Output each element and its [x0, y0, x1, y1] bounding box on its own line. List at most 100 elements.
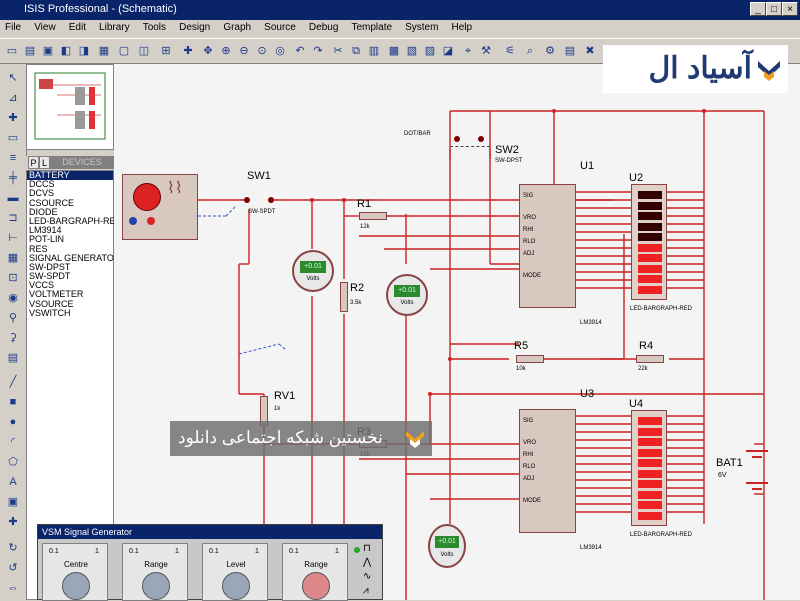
menu-template[interactable]: Template [351, 22, 393, 33]
device-item-dccs[interactable]: DCCS [29, 179, 55, 190]
bat1-battery[interactable] [744, 446, 770, 496]
menu-library[interactable]: Library [99, 22, 130, 33]
menu-design[interactable]: Design [179, 22, 211, 33]
voltmeter-1[interactable]: +0.01 Volts [292, 250, 334, 292]
u1-ic[interactable]: SIG VRO RHI RLO ADJ MODE [519, 184, 576, 308]
menu-view[interactable]: View [34, 22, 56, 33]
text-script-icon[interactable]: ≡ [9, 152, 17, 164]
import-icon[interactable]: ◧ [60, 45, 72, 57]
undo-icon[interactable]: ↶ [295, 45, 305, 57]
device-item-dcvs[interactable]: DCVS [29, 188, 55, 199]
component-mode-icon[interactable]: ⊿ [8, 92, 18, 104]
device-item-lm3914[interactable]: LM3914 [29, 225, 62, 236]
device-item-pot-lin[interactable]: POT-LIN [29, 234, 65, 245]
amplitude-range-knob[interactable] [302, 572, 330, 600]
box-icon[interactable]: ■ [9, 396, 17, 408]
device-item-vccs[interactable]: VCCS [29, 280, 55, 291]
signal-generator-panel[interactable]: VSM Signal Generator 0.1 1 Centre 0.1 1 … [37, 524, 383, 601]
wire-label-icon[interactable]: ▭ [7, 132, 19, 144]
zoom-in-icon[interactable]: ⊕ [221, 45, 231, 57]
signal-generator-symbol[interactable]: ⌇⌇ [122, 174, 198, 240]
paste-icon[interactable]: ▥ [368, 45, 380, 57]
erc-icon[interactable]: ✖ [585, 45, 595, 57]
r4-resistor[interactable] [636, 355, 664, 363]
device-item-res[interactable]: RES [29, 243, 48, 254]
subcircuit-icon[interactable]: ▬ [7, 192, 19, 204]
virtual-instrument-icon[interactable]: ▤ [7, 352, 19, 364]
maximize-button[interactable]: □ [766, 2, 782, 16]
u4-led-bargraph[interactable] [631, 410, 667, 526]
save-icon[interactable]: ▣ [42, 45, 54, 57]
print-icon[interactable]: ▦ [98, 45, 110, 57]
selection-mode-icon[interactable]: ↖ [8, 72, 18, 84]
pick-device-icon[interactable]: ⌖ [464, 45, 472, 57]
device-item-csource[interactable]: CSOURCE [29, 197, 75, 208]
origin-icon[interactable]: ✚ [183, 45, 193, 57]
menu-source[interactable]: Source [264, 22, 296, 33]
library-manager-tab[interactable]: L [39, 156, 50, 169]
close-button[interactable]: × [782, 2, 798, 16]
menu-debug[interactable]: Debug [308, 22, 339, 33]
overview-window[interactable] [26, 64, 114, 150]
path-icon[interactable]: ⬠ [8, 456, 18, 468]
square-wave-icon[interactable]: ⊓ [363, 543, 371, 554]
u3-ic[interactable]: SIG VRO RHI RLO ADJ MODE [519, 409, 576, 533]
r5-resistor[interactable] [516, 355, 544, 363]
pick-devices-tab[interactable]: P [28, 156, 39, 169]
zoom-area-icon[interactable]: ◎ [275, 45, 285, 57]
voltmeter-2[interactable]: +0.01 Volts [386, 274, 428, 316]
pan-icon[interactable]: ✥ [203, 45, 213, 57]
sw2-switch[interactable] [450, 134, 492, 160]
voltage-probe-icon[interactable]: ⚲ [8, 312, 18, 324]
device-item-sw-spdt[interactable]: SW-SPDT [29, 271, 71, 282]
level-knob[interactable] [222, 572, 250, 600]
r1-resistor[interactable] [359, 212, 387, 220]
block-rotate-icon[interactable]: ▨ [424, 45, 436, 57]
block-delete-icon[interactable]: ◪ [442, 45, 454, 57]
menu-help[interactable]: Help [451, 22, 473, 33]
menu-edit[interactable]: Edit [68, 22, 86, 33]
redo-icon[interactable]: ↷ [313, 45, 323, 57]
frequency-range-knob[interactable] [142, 572, 170, 600]
wire-autorouter-icon[interactable]: ⚟ [505, 45, 515, 57]
netlist-icon[interactable]: ▤ [564, 45, 576, 57]
line-icon[interactable]: ╱ [9, 376, 17, 388]
redraw-icon[interactable]: ◫ [138, 45, 150, 57]
symbol-icon[interactable]: ▣ [7, 496, 19, 508]
sawtooth-wave-icon[interactable]: ⩘ [363, 585, 369, 596]
menu-tools[interactable]: Tools [142, 22, 167, 33]
device-item-diode[interactable]: DIODE [29, 206, 58, 217]
r2-resistor[interactable] [340, 282, 348, 312]
schematic-canvas[interactable]: ⌇⌇ SW1 SW-SPDT +0.01 Volts R1 12k R2 3.5… [114, 64, 800, 600]
marker-icon[interactable]: ✚ [8, 516, 18, 528]
current-probe-icon[interactable]: ⚳ [8, 332, 18, 344]
menu-system[interactable]: System [405, 22, 439, 33]
export-icon[interactable]: ◨ [78, 45, 90, 57]
voltmeter-3[interactable]: +0.01 Volts [428, 524, 466, 568]
grid-icon[interactable]: ⊞ [161, 45, 171, 57]
bus-icon[interactable]: ╪ [9, 172, 17, 184]
area-icon[interactable]: ▢ [118, 45, 130, 57]
sine-wave-icon[interactable]: ∿ [363, 571, 372, 582]
cut-icon[interactable]: ✂ [333, 45, 343, 57]
copy-icon[interactable]: ⧉ [352, 45, 360, 57]
new-file-icon[interactable]: ▭ [6, 45, 18, 57]
device-item-battery[interactable]: BATTERY [27, 170, 113, 181]
make-device-icon[interactable]: ⚒ [481, 45, 491, 57]
block-copy-icon[interactable]: ▩ [388, 45, 400, 57]
graph-icon[interactable]: ▦ [7, 252, 19, 264]
zoom-out-icon[interactable]: ⊖ [239, 45, 249, 57]
terminal-icon[interactable]: ⊐ [8, 212, 18, 224]
device-item-sw-dpst[interactable]: SW-DPST [29, 261, 71, 272]
centre-knob[interactable] [62, 572, 90, 600]
rotate-ccw-icon[interactable]: ↺ [8, 562, 18, 574]
menu-file[interactable]: File [5, 22, 22, 33]
rotate-cw-icon[interactable]: ↻ [8, 542, 18, 554]
zoom-all-icon[interactable]: ⊙ [257, 45, 267, 57]
device-item-vswitch[interactable]: VSWITCH [29, 307, 71, 318]
device-item-vsource[interactable]: VSOURCE [29, 298, 74, 309]
arc-icon[interactable]: ◜ [10, 436, 16, 448]
tape-icon[interactable]: ⊡ [8, 272, 18, 284]
triangle-wave-icon[interactable]: ⋀ [363, 557, 372, 568]
text-icon[interactable]: A [9, 476, 17, 488]
